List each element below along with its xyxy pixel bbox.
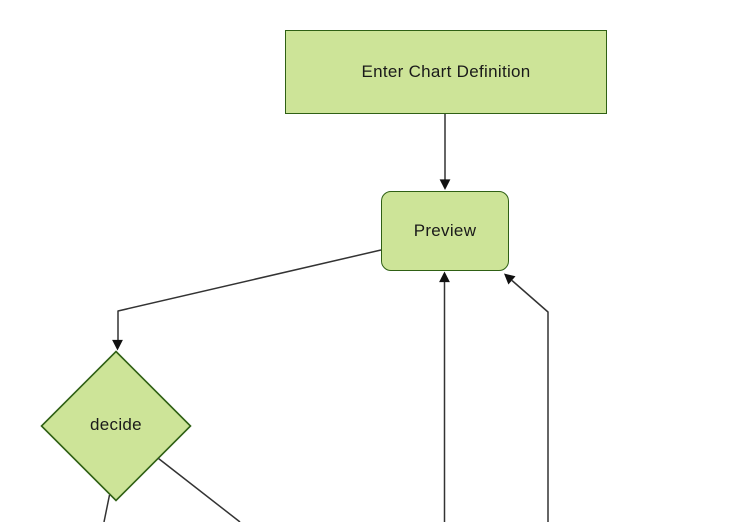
edge-decide-to-bottom-right xyxy=(158,457,241,522)
node-preview-label: Preview xyxy=(413,221,477,240)
node-enter-chart-definition-label: Enter Chart Definition xyxy=(361,62,531,81)
node-enter-chart-definition: Enter Chart Definition xyxy=(285,30,607,114)
node-decide-label: decide xyxy=(90,415,142,434)
edge-enter-to-preview xyxy=(439,114,451,190)
arrowhead-down-icon xyxy=(112,339,123,351)
arrowhead-up-icon xyxy=(439,271,450,283)
node-decide-shape xyxy=(40,350,192,502)
edge-bottom-right-to-preview xyxy=(504,273,549,522)
arrowhead-up-left-icon xyxy=(504,273,516,285)
node-preview: Preview xyxy=(381,191,509,271)
arrowhead-down-icon xyxy=(439,179,451,190)
edge-decide-to-bottom-left xyxy=(103,494,111,522)
edge-bottom-to-preview xyxy=(439,271,450,522)
edge-preview-to-decide xyxy=(112,249,382,351)
